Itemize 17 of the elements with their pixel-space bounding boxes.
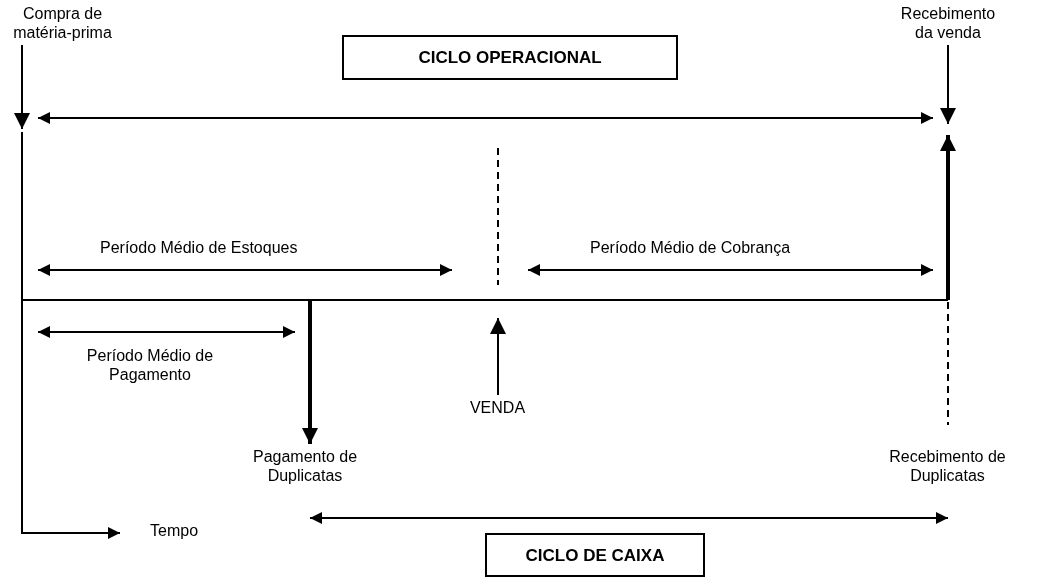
- event-label: Pagamento de Duplicatas: [251, 447, 359, 485]
- event-label: Compra de matéria-prima: [12, 4, 113, 42]
- cycle-title: CICLO OPERACIONAL: [418, 48, 602, 67]
- cycle-box: [342, 35, 678, 80]
- arrow: [14, 44, 30, 130]
- arrow: [940, 44, 956, 125]
- event-label: Recebimento da venda: [899, 4, 997, 42]
- arrow: [302, 300, 318, 444]
- event-label: Recebimento de Duplicatas: [888, 447, 1007, 485]
- period-label: Período Médio de Cobrança: [590, 238, 791, 257]
- period-label: Período Médio de Pagamento: [85, 346, 215, 384]
- arrow: [490, 317, 506, 396]
- period-label: Período Médio de Estoques: [100, 238, 298, 257]
- axis-label: Tempo: [150, 521, 199, 540]
- cycle-box: [485, 533, 705, 577]
- cycle-title: CICLO DE CAIXA: [525, 545, 665, 565]
- event-label: VENDA: [468, 398, 527, 417]
